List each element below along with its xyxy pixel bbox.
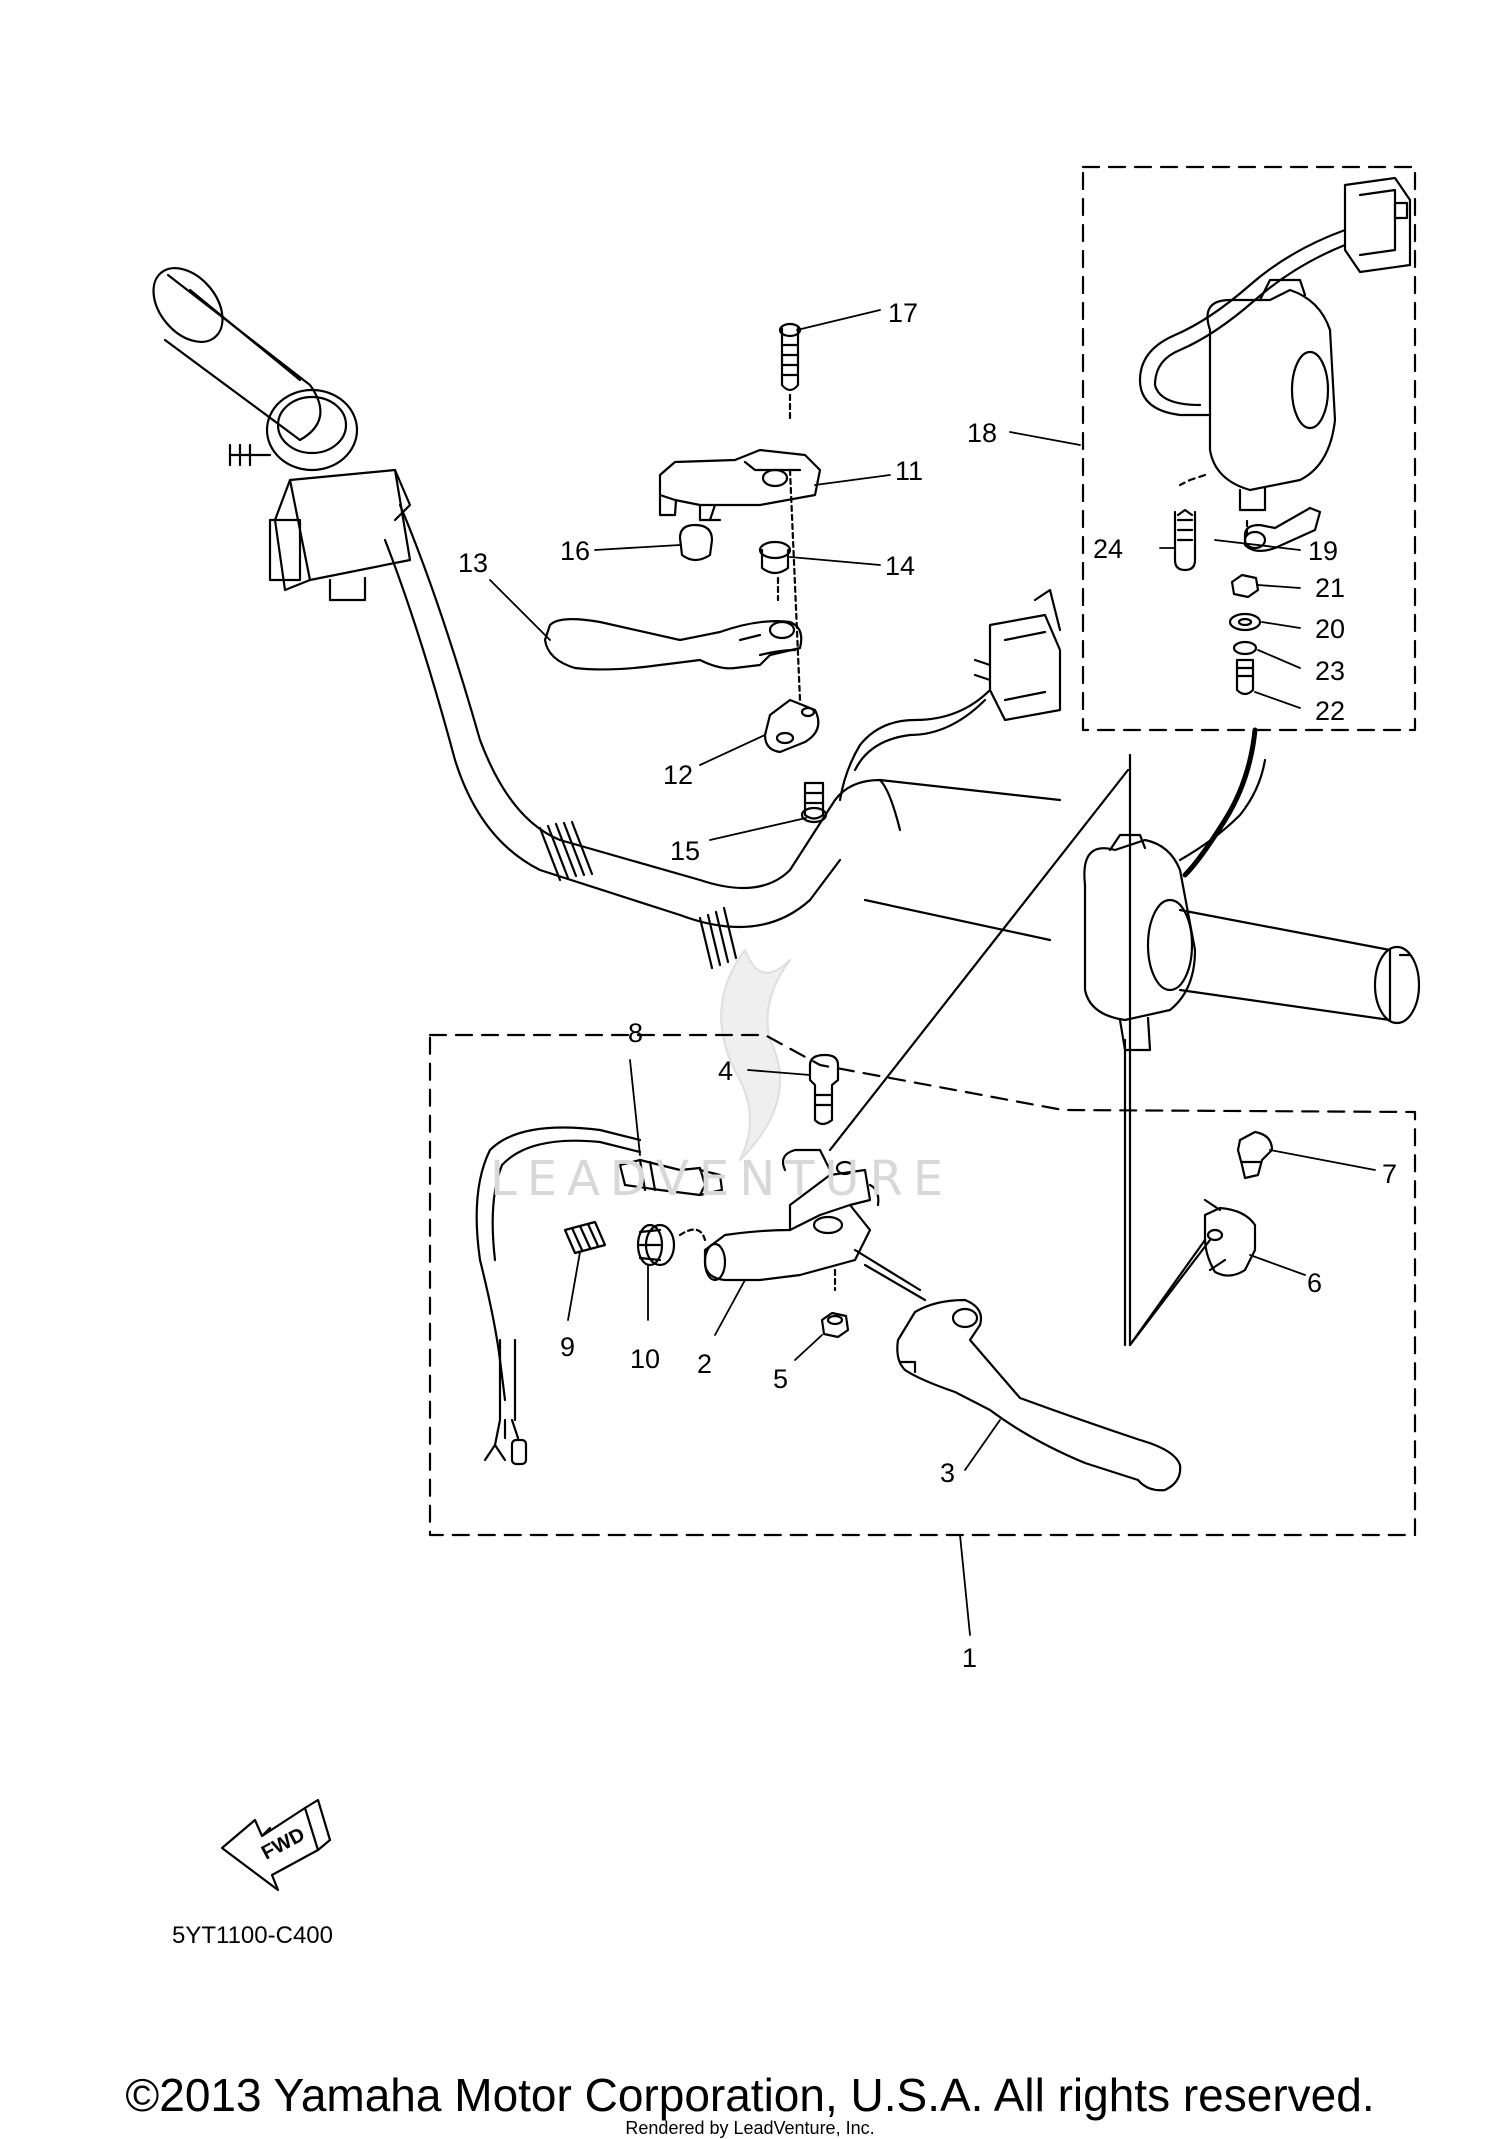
callout-10: 10: [630, 1344, 660, 1374]
callout-16: 16: [560, 536, 590, 566]
switch-inset-box: [1081, 165, 1417, 878]
callout-6: 6: [1307, 1268, 1322, 1298]
callout-5: 5: [773, 1364, 788, 1394]
callout-15: 15: [670, 836, 700, 866]
rendered-by-note: Rendered by LeadVenture, Inc.: [625, 2118, 875, 2138]
left-master-cylinder: [228, 388, 412, 602]
leader-lines: [489, 309, 1376, 1636]
watermark: [720, 948, 792, 1162]
callouts: 1 2 3 4 5 6 7 8 9 10 11 12 13 14 15 16 1…: [458, 298, 1397, 1673]
callout-1: 1: [962, 1643, 977, 1673]
callout-18: 18: [967, 418, 997, 448]
callout-20: 20: [1315, 614, 1345, 644]
watermark-text: LEADVENTURE: [490, 1151, 953, 1207]
lever-parts: [475, 753, 1274, 1492]
diagram-code: 5YT1100-C400: [172, 1922, 333, 1949]
callout-19: 19: [1308, 536, 1338, 566]
callout-24: 24: [1093, 534, 1123, 564]
callout-13: 13: [458, 548, 488, 578]
callout-11: 11: [895, 456, 923, 486]
callout-2: 2: [697, 1349, 712, 1379]
callout-7: 7: [1382, 1159, 1397, 1189]
callout-8: 8: [628, 1018, 643, 1048]
callout-9: 9: [560, 1332, 575, 1362]
callout-12: 12: [663, 760, 693, 790]
callout-3: 3: [940, 1458, 955, 1488]
callout-17: 17: [888, 298, 918, 328]
callout-23: 23: [1315, 656, 1345, 686]
fwd-arrow-icon: [220, 1798, 332, 1892]
callout-4: 4: [718, 1056, 733, 1086]
callout-22: 22: [1315, 696, 1345, 726]
left-grip: [152, 267, 322, 442]
lever-inset-box: [428, 1033, 1417, 1537]
right-switch: [1083, 758, 1267, 1052]
copyright-notice: ©2013 Yamaha Motor Corporation, U.S.A. A…: [125, 2069, 1375, 2121]
guard-bracket-parts: [543, 322, 828, 824]
handlebar: [383, 503, 1421, 1025]
center-connector: [838, 588, 1062, 802]
callout-21: 21: [1315, 573, 1345, 603]
callout-14: 14: [885, 551, 915, 581]
